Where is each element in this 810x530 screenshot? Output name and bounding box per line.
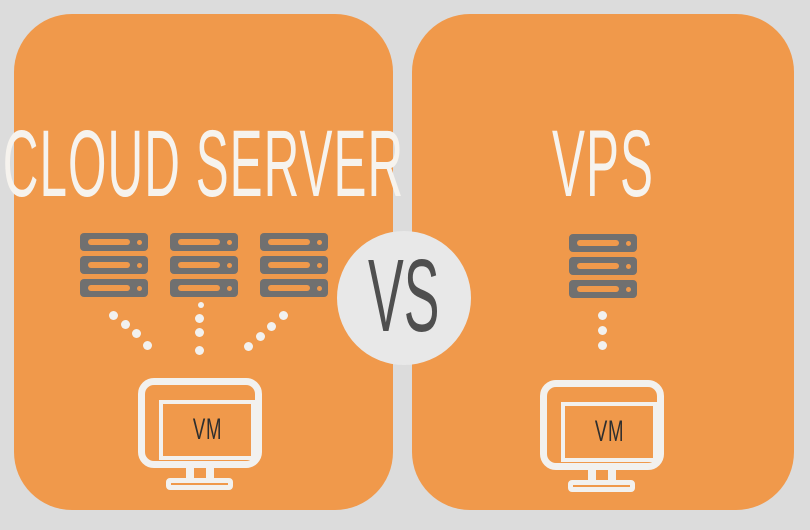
server-led-dot <box>626 263 631 269</box>
vps-stacks <box>412 234 794 298</box>
server-icon <box>259 279 328 297</box>
dotted-line-dot <box>195 314 204 323</box>
monitor-base <box>166 478 233 490</box>
monitor-neck <box>186 468 214 478</box>
server-led-dot <box>226 262 232 268</box>
server-led-dot <box>626 240 631 246</box>
vm-label: VM <box>594 415 624 448</box>
monitor-screen-inner: VM <box>159 400 255 460</box>
dotted-line-dot <box>244 342 253 351</box>
server-icon <box>569 257 637 275</box>
server-icon <box>169 256 238 274</box>
dotted-line-dot <box>267 322 276 331</box>
server-slot <box>87 285 130 291</box>
server-icon <box>79 256 148 274</box>
server-icon <box>169 279 238 297</box>
monitor-screen: VM <box>138 378 262 468</box>
server-slot <box>267 285 310 291</box>
server-slot <box>87 262 130 268</box>
server-stack-icon <box>169 233 238 297</box>
dotted-line-dot <box>132 329 141 338</box>
monitor-base <box>568 480 635 492</box>
vs-badge-label: VS <box>368 237 440 353</box>
server-icon <box>259 256 328 274</box>
server-slot <box>577 286 619 292</box>
server-slot <box>177 239 220 245</box>
cloud-server-title: CLOUD SERVER <box>2 111 405 217</box>
server-led-dot <box>316 262 322 268</box>
monitor-neck <box>588 470 616 480</box>
dotted-line-dot <box>598 341 607 350</box>
vps-title: VPS <box>552 111 654 217</box>
server-led-dot <box>136 239 142 245</box>
server-stack-icon <box>259 233 328 297</box>
server-led-dot <box>226 285 232 291</box>
server-icon <box>569 280 637 298</box>
monitor-screen-inner: VM <box>561 402 657 462</box>
server-icon <box>259 233 328 251</box>
server-stack-icon <box>79 233 148 297</box>
server-led-dot <box>136 262 142 268</box>
dotted-line-dot <box>256 332 265 341</box>
server-slot <box>577 240 619 246</box>
monitor-screen: VM <box>540 380 664 470</box>
vs-badge: VS <box>337 231 471 365</box>
vm-monitor-icon: VM <box>138 378 262 492</box>
server-led-dot <box>136 285 142 291</box>
server-slot <box>177 262 220 268</box>
server-slot <box>267 239 310 245</box>
cloud-server-panel: CLOUD SERVER <box>2 14 405 510</box>
dotted-line-dot <box>195 328 204 337</box>
dotted-line-dot <box>598 311 607 320</box>
server-slot <box>87 239 130 245</box>
dotted-line-dot <box>598 326 607 335</box>
server-led-dot <box>316 239 322 245</box>
server-slot <box>177 285 220 291</box>
vm-monitor-icon: VM <box>540 380 664 494</box>
server-icon <box>169 233 238 251</box>
server-slot <box>577 263 619 269</box>
cloud-server-stacks <box>14 233 393 297</box>
server-led-dot <box>316 285 322 291</box>
server-icon <box>569 234 637 252</box>
vps-panel: VPS VM <box>412 14 794 510</box>
server-slot <box>267 262 310 268</box>
server-icon <box>79 279 148 297</box>
server-stack-icon <box>569 234 637 298</box>
server-icon <box>79 233 148 251</box>
dotted-line-dot <box>109 311 118 320</box>
dotted-line-dot <box>198 302 204 308</box>
server-led-dot <box>626 286 631 292</box>
dotted-line-dot <box>195 346 204 355</box>
dotted-line-dot <box>143 341 152 350</box>
vm-label: VM <box>192 413 222 446</box>
server-led-dot <box>226 239 232 245</box>
dotted-line-dot <box>279 311 288 320</box>
dotted-line-dot <box>121 320 130 329</box>
